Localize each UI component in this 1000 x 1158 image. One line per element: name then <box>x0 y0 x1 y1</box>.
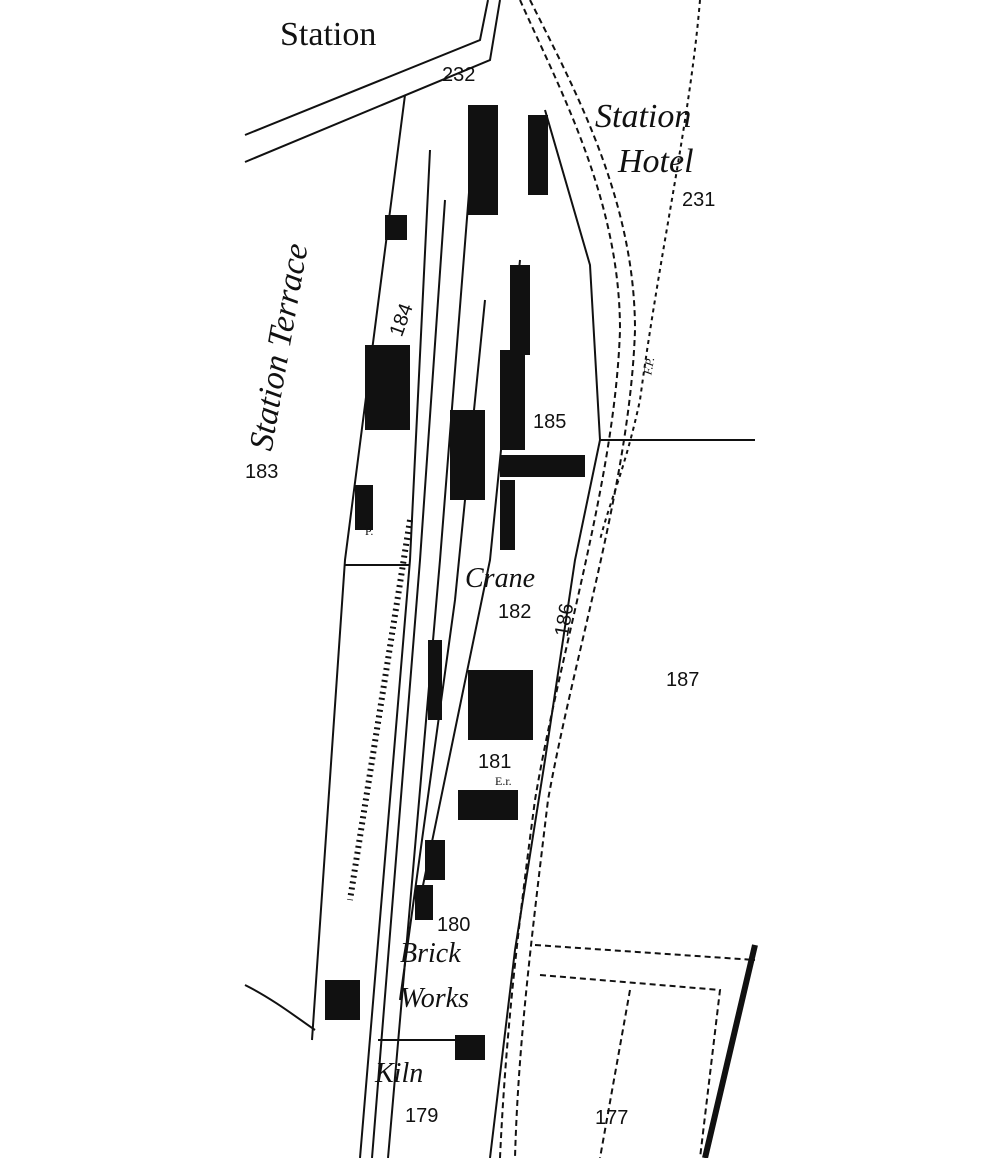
station-label: Station <box>280 16 377 53</box>
hotel-building <box>528 115 548 195</box>
works-label: Works <box>400 983 469 1014</box>
rail-track-4 <box>399 299 486 1001</box>
platform-edge <box>347 519 413 901</box>
station-building <box>468 105 498 215</box>
fp-label: F.P. <box>640 356 658 376</box>
main-road-west <box>499 0 622 1158</box>
building-180 <box>415 885 433 920</box>
parcel-187: 187 <box>666 669 700 691</box>
station-hotel-label-1: Station <box>595 98 692 135</box>
station-road <box>244 0 489 136</box>
crane-label: Crane <box>465 563 535 594</box>
station-hotel-label-2: Hotel <box>618 143 694 180</box>
main-road-east <box>514 0 637 1158</box>
orchard-boundary <box>534 944 756 961</box>
brick-label: Brick <box>400 938 461 969</box>
er-label: E.r. <box>495 774 512 788</box>
goods-shed <box>450 410 485 500</box>
building-terrace-north <box>385 215 407 240</box>
long-shed <box>428 640 442 720</box>
parcel-181: 181 <box>478 751 512 773</box>
p-label: P. <box>365 524 374 538</box>
building-terrace-row <box>365 345 410 430</box>
orchard-boundary-2 <box>539 974 722 1158</box>
parcel-177: 177 <box>595 1107 629 1129</box>
railway-boundary-west <box>311 94 406 1041</box>
footpath <box>599 0 701 541</box>
sw-road <box>244 984 316 1031</box>
rail-track-1 <box>359 149 431 1158</box>
rail-track-2 <box>371 199 446 1158</box>
parcel-186: 186 <box>550 601 579 639</box>
building-p <box>355 485 373 530</box>
railway-boundary-east <box>489 109 602 1158</box>
building-181-south <box>425 840 445 880</box>
station-road-edge <box>244 0 501 163</box>
parcel-231: 231 <box>682 189 716 211</box>
kiln-label: Kiln <box>375 1058 424 1089</box>
parcel-183: 183 <box>245 461 279 483</box>
building-185-mid <box>500 350 525 450</box>
brick-works-building <box>325 980 360 1020</box>
building-185-west <box>510 265 530 355</box>
east-railway <box>702 944 758 1158</box>
parcel-179: 179 <box>405 1105 439 1127</box>
building-crane-yard <box>500 480 515 550</box>
building-185-south <box>500 455 585 477</box>
building-182 <box>468 670 533 740</box>
parcel-182: 182 <box>498 601 532 623</box>
kiln-building <box>455 1035 485 1060</box>
orchard-path <box>599 989 631 1158</box>
parcel-232: 232 <box>442 64 476 86</box>
parcel-180: 180 <box>437 914 471 936</box>
building-181 <box>458 790 518 820</box>
parcel-185: 185 <box>533 411 567 433</box>
